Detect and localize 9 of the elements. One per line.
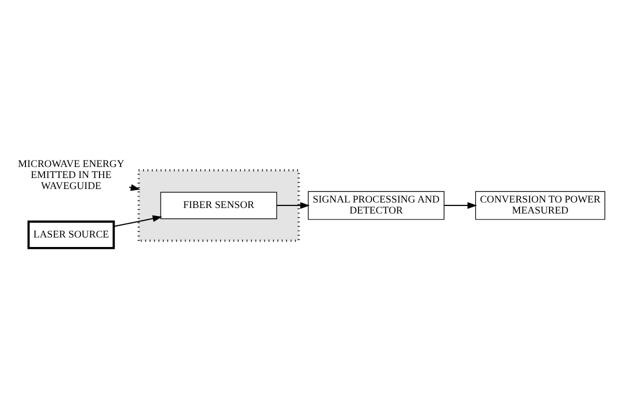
node-box: SIGNAL PROCESSING AND DETECTOR — [308, 190, 444, 220]
arrow — [444, 202, 478, 208]
node-text: MICROWAVE ENERGY EMITTED IN THE WAVEGUIDE — [18, 158, 124, 192]
arrow — [276, 202, 310, 208]
node-box: FIBER SENSOR — [160, 191, 278, 219]
arrow — [114, 214, 162, 226]
arrow — [129, 184, 140, 190]
node-box: LASER SOURCE — [27, 220, 115, 249]
node-box: CONVERSION TO POWER MEASURED — [475, 190, 606, 220]
